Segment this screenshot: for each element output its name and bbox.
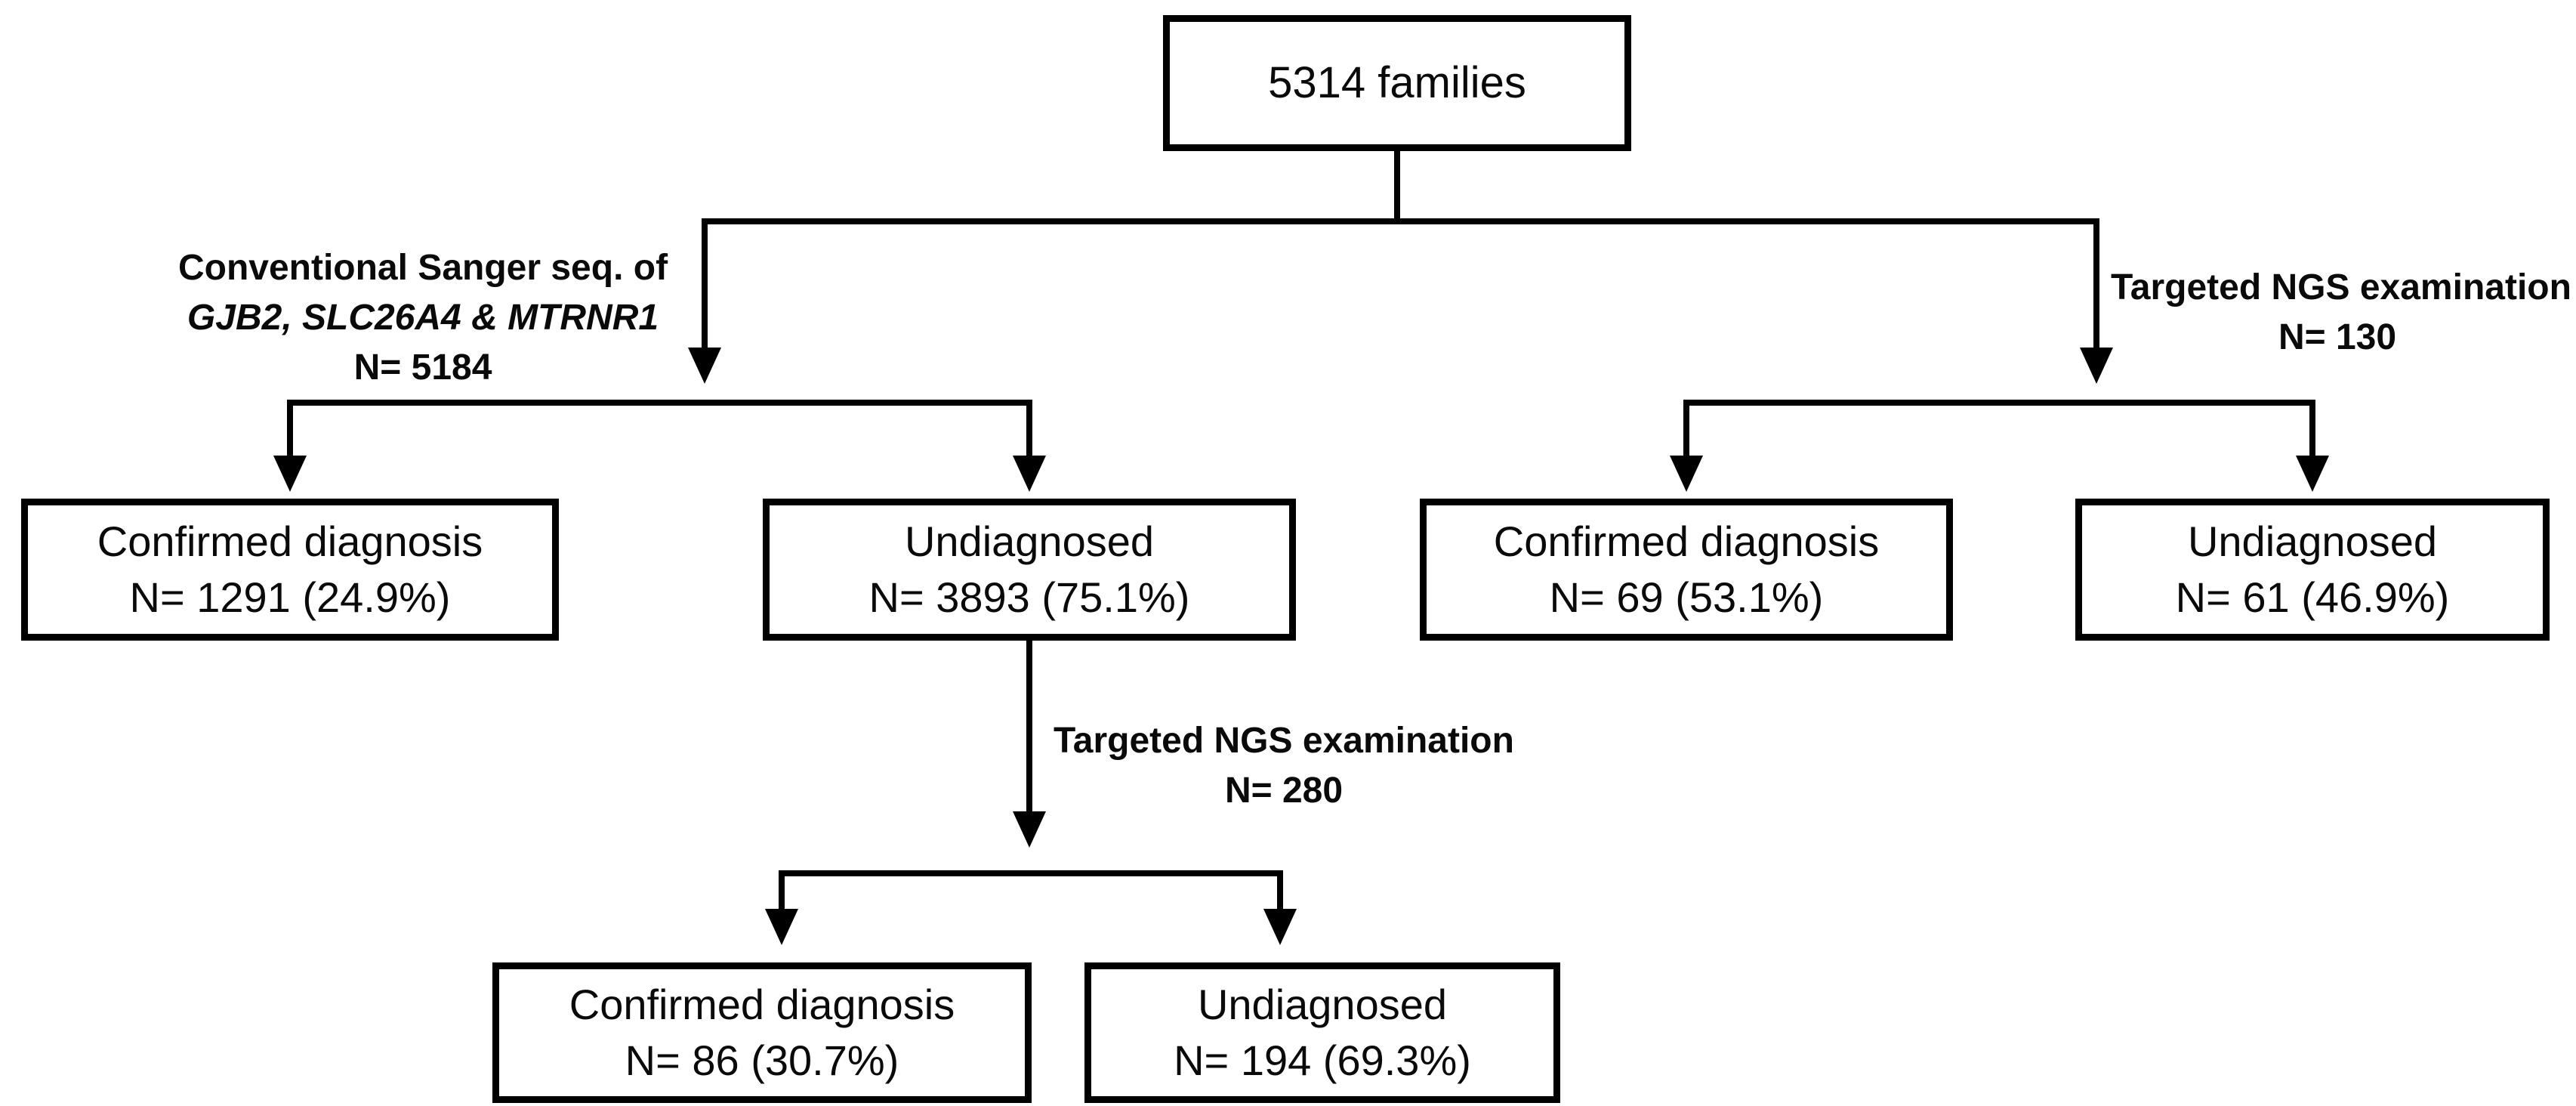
arrowhead-sanger-undiagnosed bbox=[1013, 456, 1046, 492]
label-ngs-followup-line1: Targeted NGS examination bbox=[1054, 721, 1514, 761]
connector-sanger-confirmed-drop bbox=[287, 400, 293, 459]
node-followup-confirmed-title: Confirmed diagnosis bbox=[569, 981, 955, 1029]
connector-sanger-drop bbox=[702, 218, 708, 351]
node-sanger-confirmed: Confirmed diagnosis N= 1291 (24.9%) bbox=[21, 499, 559, 641]
node-ngs-undiagnosed-n: N= 61 (46.9%) bbox=[2175, 573, 2450, 621]
arrowhead-followup-stem bbox=[1013, 811, 1046, 848]
connector-ngs-bracket bbox=[1683, 400, 2315, 406]
connector-ngs-undiagnosed-drop bbox=[2309, 400, 2315, 459]
label-ngs-followup-branch: Targeted NGS examination N= 280 bbox=[1054, 716, 1514, 816]
connector-followup-confirmed-drop bbox=[779, 870, 785, 912]
arrowhead-ngs-drop bbox=[2080, 348, 2113, 384]
node-sanger-confirmed-title: Confirmed diagnosis bbox=[97, 517, 483, 566]
connector-followup-bracket bbox=[779, 870, 1283, 876]
node-root-label: 5314 families bbox=[1268, 57, 1526, 107]
arrowhead-ngs-undiagnosed bbox=[2296, 456, 2329, 492]
node-sanger-confirmed-n: N= 1291 (24.9%) bbox=[129, 573, 451, 621]
label-ngs-branch: Targeted NGS examination N= 130 bbox=[2111, 263, 2571, 363]
node-sanger-undiagnosed-title: Undiagnosed bbox=[904, 517, 1155, 566]
node-followup-confirmed: Confirmed diagnosis N= 86 (30.7%) bbox=[492, 962, 1032, 1103]
arrowhead-ngs-confirmed bbox=[1670, 456, 1703, 492]
arrowhead-sanger-drop bbox=[688, 348, 721, 384]
connector-sanger-bracket bbox=[287, 400, 1032, 406]
label-sanger-branch: Conventional Sanger seq. of GJB2, SLC26A… bbox=[151, 243, 695, 394]
connector-sanger-undiagnosed-drop bbox=[1026, 400, 1032, 459]
connector-ngs-confirmed-drop bbox=[1683, 400, 1689, 459]
label-ngs-branch-n: N= 130 bbox=[2278, 317, 2397, 358]
connector-followup-stem bbox=[1026, 641, 1032, 814]
node-followup-confirmed-n: N= 86 (30.7%) bbox=[625, 1036, 899, 1084]
label-sanger-branch-n: N= 5184 bbox=[353, 348, 492, 388]
node-ngs-confirmed-title: Confirmed diagnosis bbox=[1493, 517, 1880, 566]
node-ngs-confirmed: Confirmed diagnosis N= 69 (53.1%) bbox=[1420, 499, 1953, 641]
label-sanger-branch-line1: Conventional Sanger seq. of bbox=[177, 248, 668, 288]
connector-root-stem bbox=[1394, 150, 1400, 224]
label-sanger-branch-genes: GJB2, SLC26A4 & MTRNR1 bbox=[187, 298, 659, 338]
node-followup-undiagnosed-n: N= 194 (69.3%) bbox=[1174, 1036, 1471, 1084]
node-ngs-undiagnosed-title: Undiagnosed bbox=[2187, 517, 2438, 566]
node-followup-undiagnosed-title: Undiagnosed bbox=[1197, 981, 1448, 1029]
node-root-families: 5314 families bbox=[1163, 15, 1631, 151]
arrowhead-sanger-confirmed bbox=[273, 456, 307, 492]
node-ngs-confirmed-n: N= 69 (53.1%) bbox=[1549, 573, 1824, 621]
node-sanger-undiagnosed-n: N= 3893 (75.1%) bbox=[868, 573, 1190, 621]
node-followup-undiagnosed: Undiagnosed N= 194 (69.3%) bbox=[1084, 962, 1560, 1103]
label-ngs-followup-n: N= 280 bbox=[1224, 771, 1344, 811]
connector-top-split bbox=[702, 218, 2099, 224]
connector-followup-undiagnosed-drop bbox=[1277, 870, 1283, 912]
label-ngs-branch-line1: Targeted NGS examination bbox=[2111, 267, 2571, 307]
node-sanger-undiagnosed: Undiagnosed N= 3893 (75.1%) bbox=[763, 499, 1296, 641]
arrowhead-followup-undiagnosed bbox=[1263, 909, 1297, 945]
node-ngs-undiagnosed: Undiagnosed N= 61 (46.9%) bbox=[2075, 499, 2550, 641]
arrowhead-followup-confirmed bbox=[765, 909, 798, 945]
connector-ngs-drop bbox=[2093, 218, 2099, 351]
